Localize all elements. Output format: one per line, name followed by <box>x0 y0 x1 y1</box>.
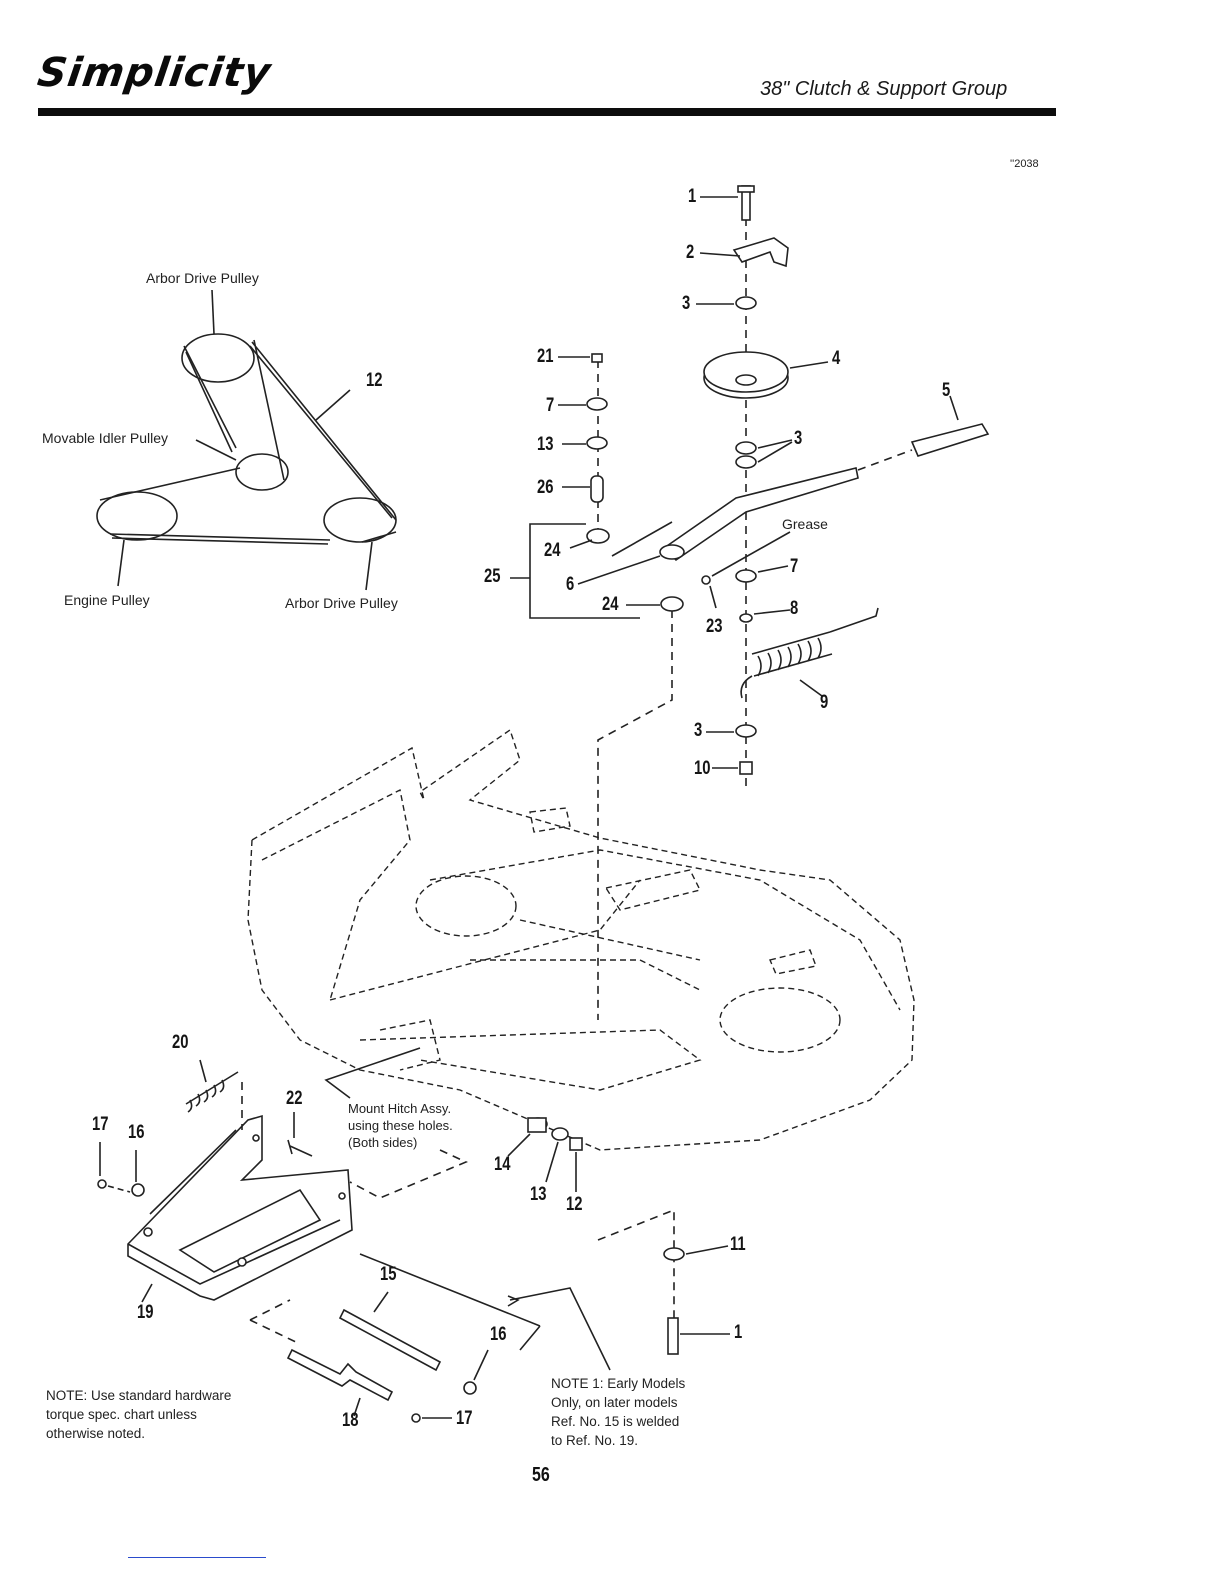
callout-26: 26 <box>537 477 554 498</box>
callout-17-a: 17 <box>92 1114 109 1135</box>
label-arbor-drive-pulley-top: Arbor Drive Pulley <box>146 270 259 286</box>
callout-19: 19 <box>137 1302 154 1323</box>
note-mount-hitch: Mount Hitch Assy. using these holes. (Bo… <box>348 1100 453 1151</box>
label-movable-idler-pulley: Movable Idler Pulley <box>42 430 169 446</box>
callout-7-b: 7 <box>790 556 799 577</box>
page-number: 56 <box>532 1464 550 1486</box>
callout-3-a: 3 <box>682 293 691 314</box>
note1-line-2: Only, on later models <box>551 1395 678 1410</box>
note-hardware-line-3: otherwise noted. <box>46 1426 146 1441</box>
callout-16-a: 16 <box>128 1122 145 1143</box>
callout-10: 10 <box>694 758 711 779</box>
callout-15: 15 <box>380 1264 397 1285</box>
belt-routing-diagram <box>96 289 397 591</box>
note1-line-1: NOTE 1: Early Models <box>551 1376 686 1391</box>
callout-9: 9 <box>820 692 829 713</box>
callout-17-b: 17 <box>456 1408 473 1429</box>
mount-hitch-line-3: (Both sides) <box>348 1135 418 1150</box>
callout-2: 2 <box>686 242 695 263</box>
callout-12-belt: 12 <box>366 370 383 391</box>
callout-24-b: 24 <box>602 594 619 615</box>
callout-11: 11 <box>730 1234 746 1255</box>
callout-24-a: 24 <box>544 540 561 561</box>
note-hardware-torque: NOTE: Use standard hardware torque spec.… <box>46 1386 231 1443</box>
note-hardware-line-2: torque spec. chart unless <box>46 1407 197 1422</box>
label-arbor-drive-pulley-bottom: Arbor Drive Pulley <box>285 595 398 611</box>
label-grease: Grease <box>782 516 828 532</box>
mower-deck <box>247 728 915 1151</box>
callout-6: 6 <box>566 574 575 595</box>
note-1-early-models: NOTE 1: Early Models Only, on later mode… <box>551 1374 685 1450</box>
underline-link[interactable] <box>128 1557 266 1558</box>
note1-line-4: to Ref. No. 19. <box>551 1433 639 1448</box>
callout-16-b: 16 <box>490 1324 507 1345</box>
note-hardware-line-1: NOTE: Use standard hardware <box>46 1388 232 1403</box>
mount-hitch-line-2: using these holes. <box>348 1118 453 1133</box>
note1-line-3: Ref. No. 15 is welded <box>551 1414 680 1429</box>
callout-7-a: 7 <box>546 395 555 416</box>
callout-13-b: 13 <box>530 1184 547 1205</box>
callout-5: 5 <box>942 380 951 401</box>
callout-18: 18 <box>342 1410 359 1431</box>
callout-14: 14 <box>494 1154 511 1175</box>
callout-22: 22 <box>286 1088 303 1109</box>
callout-1-bottom: 1 <box>734 1322 743 1343</box>
mount-hitch-line-1: Mount Hitch Assy. <box>348 1101 452 1116</box>
figure-code: ''2038 <box>1010 158 1039 170</box>
callout-13-a: 13 <box>537 434 554 455</box>
callout-3-b: 3 <box>794 428 803 449</box>
callout-23: 23 <box>706 616 723 637</box>
callout-1-top: 1 <box>688 186 697 207</box>
label-engine-pulley: Engine Pulley <box>64 592 150 608</box>
callout-4: 4 <box>832 348 841 369</box>
callout-3-c: 3 <box>694 720 703 741</box>
section-title: 38" Clutch & Support Group <box>760 78 1008 100</box>
callout-8: 8 <box>790 598 799 619</box>
callout-20: 20 <box>172 1032 189 1053</box>
callout-21: 21 <box>537 346 554 367</box>
callout-25: 25 <box>484 566 501 587</box>
hitch-bracket <box>127 1114 353 1301</box>
callout-12: 12 <box>566 1194 583 1215</box>
header-rule <box>38 108 1056 116</box>
